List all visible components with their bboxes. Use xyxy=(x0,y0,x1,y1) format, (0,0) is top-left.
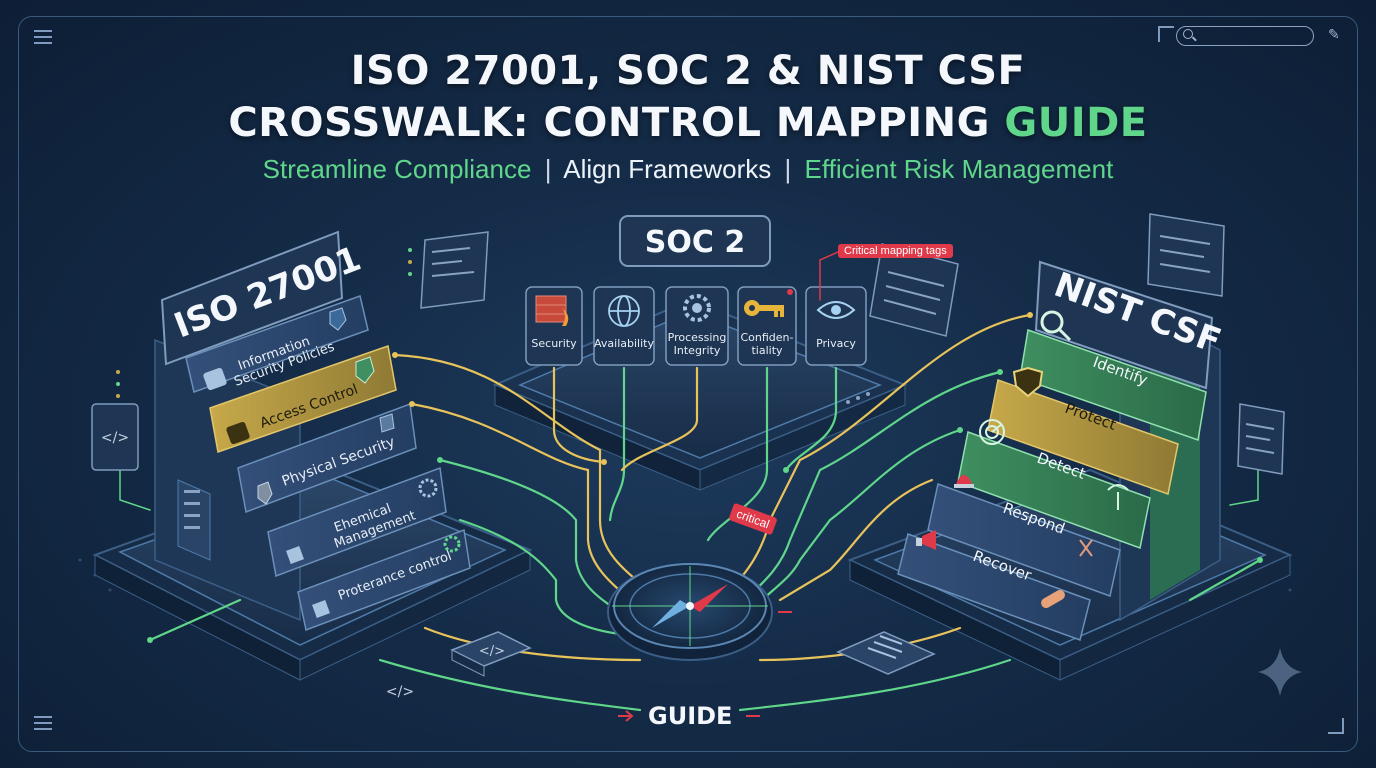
soc2-criterion[interactable]: Confiden- tiality xyxy=(737,286,797,366)
menu-icon[interactable] xyxy=(34,30,52,48)
badge-icon xyxy=(257,481,273,505)
soc2-criterion[interactable]: Processing Integrity xyxy=(665,286,729,366)
doc-window xyxy=(869,243,959,337)
lock-icon xyxy=(226,421,250,445)
subtitle-part3: Efficient Risk Management xyxy=(804,154,1114,184)
search-input[interactable] xyxy=(1176,26,1314,46)
code-badge: </> xyxy=(101,430,129,446)
gear-icon xyxy=(418,478,438,498)
edit-icon[interactable]: ✎ xyxy=(1328,27,1340,43)
soc2-criterion-label: tiality xyxy=(751,344,783,357)
subtitle-part2: Align Frameworks xyxy=(563,154,772,184)
radar-icon xyxy=(979,419,1005,445)
file-icon xyxy=(312,600,330,618)
bandage-icon xyxy=(1041,590,1065,608)
file-icon xyxy=(286,546,304,564)
soc2-criterion-label: Confiden- xyxy=(740,331,793,344)
code-badge: </> xyxy=(386,684,414,700)
page-title: ISO 27001, SOC 2 & NIST CSF xyxy=(350,48,1026,94)
globe-icon xyxy=(608,295,640,327)
code-badge: </> xyxy=(479,644,505,659)
gear-icon xyxy=(683,294,711,322)
shield-check-icon xyxy=(329,307,347,331)
mapping-lines xyxy=(119,251,1262,712)
key-icon xyxy=(744,300,784,317)
shield-check-icon xyxy=(1012,366,1044,398)
soc2-criterion[interactable]: Security xyxy=(525,286,583,366)
corner-mark xyxy=(1158,26,1174,42)
lock-icon xyxy=(203,367,227,391)
code-card xyxy=(836,631,936,675)
soc2-criterion-label: Integrity xyxy=(674,344,721,357)
corner-mark xyxy=(1328,718,1344,734)
code-window xyxy=(420,231,489,309)
soc2-criterion-label: Security xyxy=(531,337,577,350)
guide-arrow-left xyxy=(618,710,634,722)
badge-icon xyxy=(379,413,395,433)
search-icon xyxy=(1183,29,1193,39)
eye-icon xyxy=(816,301,856,319)
alarm-icon xyxy=(954,475,974,488)
sparkle-icon xyxy=(1258,648,1302,696)
compass-icon xyxy=(607,563,773,661)
outer-frame xyxy=(18,16,1358,752)
soc2-title: SOC 2 xyxy=(645,225,745,260)
page-title-line2: CROSSWALK: CONTROL MAPPING GUIDE xyxy=(0,100,1376,146)
satellite-icon xyxy=(1107,484,1129,510)
subtitle: Streamline Compliance | Align Frameworks… xyxy=(0,154,1376,185)
soc2-criterion[interactable]: Availability xyxy=(593,286,655,366)
title-accent: GUIDE xyxy=(1004,100,1148,146)
nist-function-protect[interactable]: Protect xyxy=(987,366,1179,495)
title-main: CROSSWALK: CONTROL MAPPING xyxy=(228,100,1005,146)
soc2-criterion-label: Availability xyxy=(594,337,654,350)
magnifier-icon xyxy=(1040,310,1072,342)
soc2-criterion-label: Processing xyxy=(668,331,727,344)
soc2-criterion[interactable]: Privacy xyxy=(805,286,867,366)
line-nodes xyxy=(147,289,1263,643)
doc-window xyxy=(1237,403,1285,475)
shield-check-icon xyxy=(355,356,375,384)
doc-window xyxy=(1147,213,1225,297)
critical-mapping-tag: Critical mapping tags xyxy=(838,244,953,258)
gear-icon xyxy=(443,535,461,553)
subtitle-separator: | xyxy=(544,154,552,184)
firewall-icon xyxy=(535,295,569,326)
menu-icon[interactable] xyxy=(34,716,52,734)
soc2-criterion-label: Privacy xyxy=(816,337,856,350)
code-card: </> xyxy=(450,631,532,677)
code-card: </> xyxy=(91,403,139,471)
megaphone-icon xyxy=(916,530,936,550)
subtitle-part1: Streamline Compliance xyxy=(262,154,532,184)
subtitle-separator: | xyxy=(784,154,792,184)
guide-label: GUIDE xyxy=(648,702,733,730)
tools-icon xyxy=(1079,539,1093,557)
